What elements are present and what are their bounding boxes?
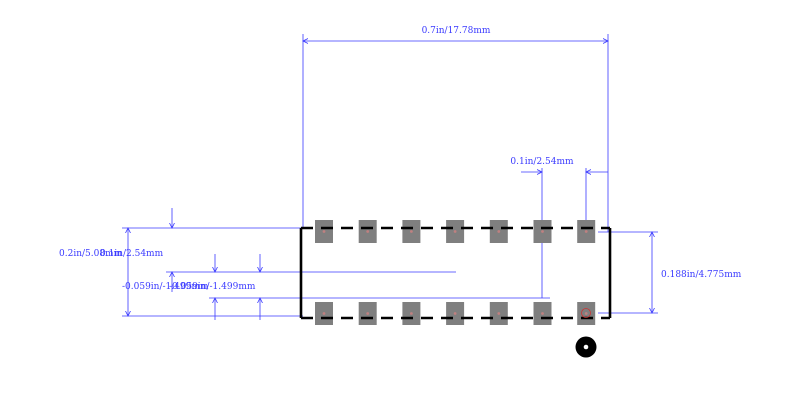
left-inner-b-label: -0.059in/-1.499mm	[169, 282, 256, 292]
pitch-label: 0.1in/2.54mm	[510, 157, 574, 167]
pad-center-mark	[584, 230, 588, 233]
pad-center-mark	[541, 312, 544, 315]
pad-center-mark	[497, 230, 501, 233]
left-total-label: 0.2in/5.08mm	[59, 249, 123, 259]
pin1-pad-marker	[581, 308, 591, 318]
pin1-dot-icon	[575, 336, 597, 358]
pad-center-mark	[584, 312, 588, 315]
pads-bottom-row	[315, 302, 596, 325]
pad-center-mark	[410, 230, 413, 233]
pad-center-mark	[410, 312, 413, 315]
pad-center-mark	[497, 312, 501, 315]
span-height-label: 0.188in/4.775mm	[661, 270, 742, 280]
pad-center-mark	[322, 230, 326, 233]
pads-top-row	[315, 220, 596, 243]
pad-center-mark	[366, 312, 370, 315]
overall-width-label: 0.7in/17.78mm	[422, 26, 491, 36]
pad-center-mark	[322, 312, 326, 315]
left-inner-a-label: -0.059in/-1.499mm	[122, 282, 209, 292]
dimension-lines	[122, 34, 658, 320]
left-overlap-label: 0.1in/2.54mm	[100, 249, 164, 259]
pad-center-mark	[366, 230, 370, 233]
pad-center-mark	[453, 312, 457, 315]
pad-center-mark	[541, 230, 544, 233]
pad-center-mark	[453, 230, 457, 233]
package-outline	[299, 226, 612, 320]
